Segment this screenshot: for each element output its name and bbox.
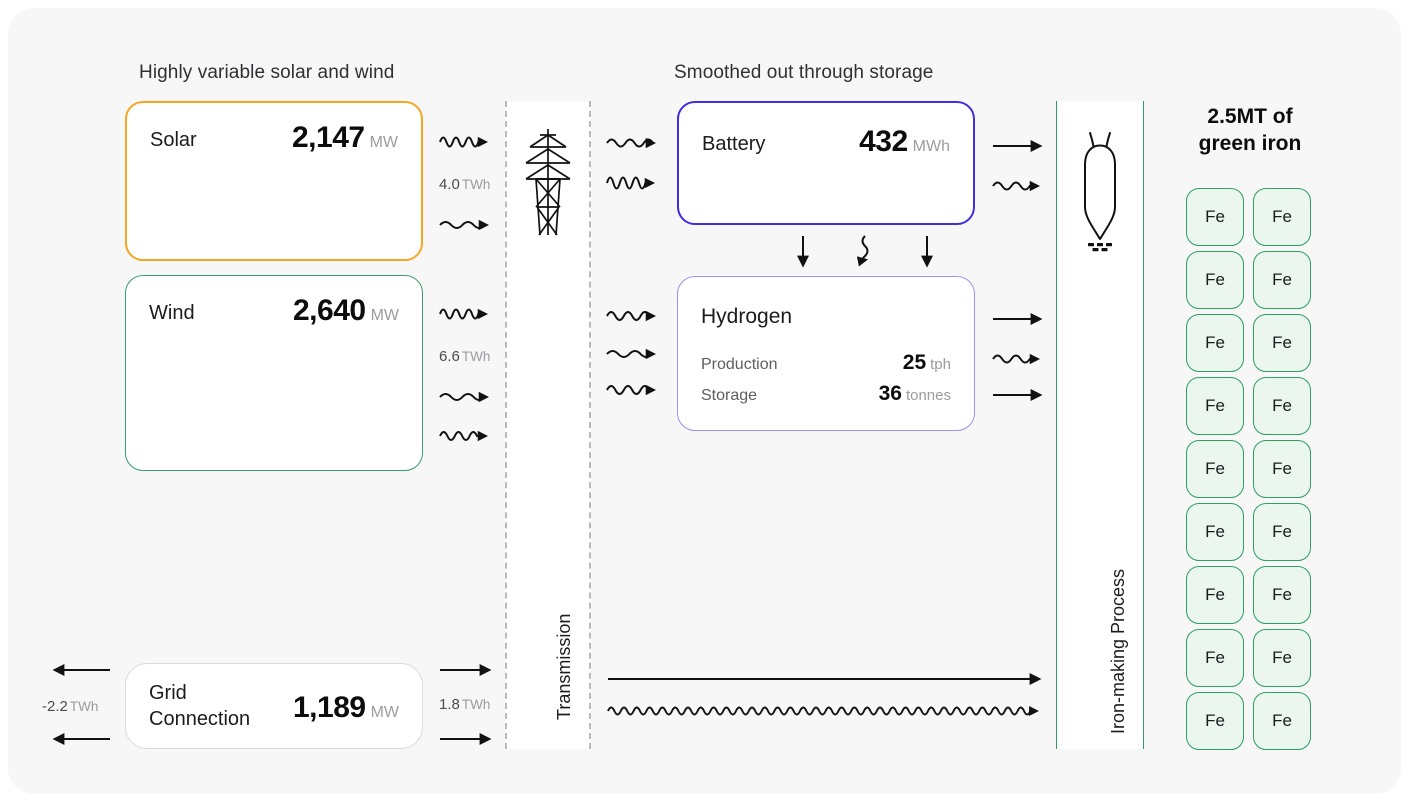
ironmaking-column-label: Iron-making Process (1108, 568, 1128, 734)
furnace-icon (1084, 132, 1116, 252)
battery-input-arrow-2 (606, 176, 656, 190)
wind-unit: MW (370, 307, 399, 324)
fe-tile: Fe (1186, 188, 1244, 246)
green-iron-title: 2.5MT of green iron (1198, 105, 1302, 155)
solar-output-arrow-wave-lo (439, 219, 490, 231)
wind-value: 2,640 (292, 294, 366, 327)
battery-input-arrow-1 (606, 134, 655, 148)
wind-output-arrow-wave-hi (439, 308, 489, 320)
fe-tile: Fe (1186, 503, 1244, 561)
hydrogen-label: Hydrogen (701, 305, 793, 328)
ironmaking-column (1056, 101, 1144, 749)
battery-value: 432 (859, 125, 908, 158)
battery-unit: MWh (912, 138, 950, 155)
hydrogen-storage-label: Storage (701, 387, 758, 404)
solar-output-arrow-wave-hi (439, 136, 489, 148)
fe-tile: Fe (1253, 251, 1311, 309)
wind-output-arrow-wave-mid (439, 430, 489, 442)
grid-to-ironmaking-arrow-straight (608, 673, 1042, 685)
fe-tile: Fe (1253, 692, 1311, 750)
grid-connection-label: Grid Connection (149, 682, 251, 731)
fe-tile: Fe (1253, 629, 1311, 687)
hydrogen-input-arrow-2 (606, 348, 657, 360)
wind-label: Wind (149, 302, 195, 324)
battery-output-arrow-straight (993, 140, 1043, 152)
fe-tile: Fe (1253, 440, 1311, 498)
wind-output-arrow-wave-lo (439, 391, 490, 403)
solar-unit: MW (369, 134, 398, 151)
transmission-column-label: Transmission (554, 613, 574, 720)
solar-label: Solar (150, 129, 197, 151)
grid-export-arrow-top (440, 664, 492, 676)
transmission-tower-icon (525, 129, 571, 236)
battery-to-hydrogen-arrow-left (797, 236, 809, 268)
solar-box[interactable]: Solar 2,147 MW (125, 101, 423, 261)
solar-value: 2,147 (291, 121, 365, 154)
hydrogen-input-arrow-3 (606, 384, 657, 396)
grid-connection-box[interactable]: Grid Connection 1,189 MW (125, 663, 423, 749)
battery-to-hydrogen-arrow-right (921, 236, 933, 268)
hydrogen-output-arrow-straight-top (993, 313, 1043, 325)
hydrogen-output-arrow-straight-bottom (993, 389, 1043, 401)
fe-tile: Fe (1186, 440, 1244, 498)
grid-to-ironmaking-arrow-wave (607, 706, 1039, 716)
fe-tile: Fe (1253, 377, 1311, 435)
fe-tile: Fe (1186, 377, 1244, 435)
diagram-card: Highly variable solar and wind Smoothed … (8, 8, 1401, 794)
hydrogen-output-arrow-wave (992, 353, 1041, 365)
caption-mid: Smoothed out through storage (674, 62, 934, 83)
fe-tile: Fe (1186, 314, 1244, 372)
fe-tile: Fe (1253, 566, 1311, 624)
grid-connection-value: 1,189 (292, 691, 366, 724)
hydrogen-production-label: Production (701, 356, 778, 373)
fe-tile: Fe (1253, 314, 1311, 372)
hydrogen-input-arrow-1 (606, 310, 657, 322)
wind-box[interactable]: Wind 2,640 MW (125, 275, 423, 471)
fe-tile: Fe (1186, 629, 1244, 687)
caption-left: Highly variable solar and wind (139, 62, 395, 83)
fe-tile: Fe (1253, 188, 1311, 246)
grid-connection-unit: MW (370, 704, 399, 721)
battery-to-hydrogen-arrow-wave (856, 235, 869, 267)
battery-output-arrow-wave (992, 180, 1041, 192)
grid-import-arrow-bottom (52, 733, 110, 745)
fe-tile: Fe (1186, 251, 1244, 309)
fe-tile: Fe (1253, 503, 1311, 561)
fe-tile: Fe (1186, 566, 1244, 624)
grid-export-arrow-bottom (440, 733, 492, 745)
battery-label: Battery (702, 133, 766, 155)
battery-box[interactable]: Battery 432 MWh (677, 101, 975, 225)
fe-tile: Fe (1186, 692, 1244, 750)
grid-import-arrow-top (52, 664, 110, 676)
